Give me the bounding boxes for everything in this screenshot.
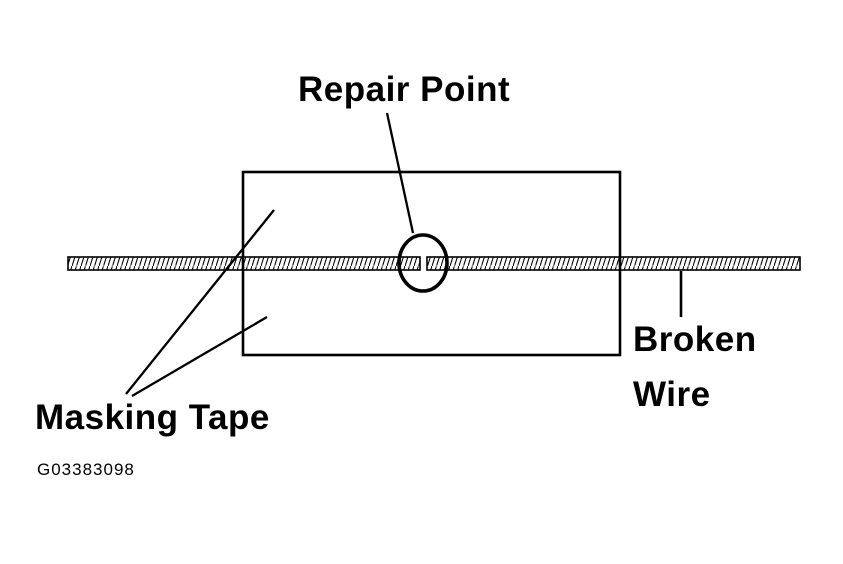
masking-tape-leader-line-lower: [131, 316, 268, 397]
repair-point-circle: [397, 233, 449, 293]
figure-id: G03383098: [37, 460, 135, 479]
broken-wire-right-segment: [426, 256, 801, 271]
broken-wire-label: Broken Wire: [633, 320, 757, 414]
masking-tape-label: Masking Tape: [35, 398, 270, 437]
masking-tape-rect: [241, 170, 622, 357]
repair-point-leader-line: [385, 112, 415, 234]
masking-tape-leader-line-upper: [125, 209, 275, 395]
repair-point-label: Repair Point: [298, 70, 511, 109]
